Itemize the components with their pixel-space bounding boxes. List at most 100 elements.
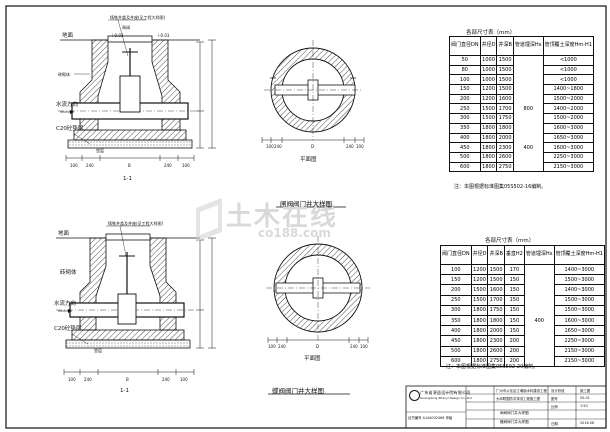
- table2-cell: 1650~3000: [553, 325, 605, 337]
- table2-cell: 1500: [487, 274, 505, 286]
- table2-cell: [523, 305, 555, 316]
- table2-cell: 2300: [487, 335, 505, 347]
- top-dim-3: B: [128, 163, 131, 168]
- table2-title: 各部尺寸表（mm）: [485, 238, 535, 244]
- table1-cell: 350: [449, 122, 481, 134]
- table2-cell: [523, 274, 555, 285]
- table2-note: 注：本图根据标准图集05S502-20编制。: [446, 364, 539, 370]
- table1-cell: [512, 65, 544, 75]
- table2-cell: 1500: [487, 263, 505, 276]
- table1-cell: [512, 94, 544, 104]
- table1-cell: [512, 74, 544, 85]
- top-plan-dim-5: 100: [356, 144, 364, 149]
- table2-cell: 200: [440, 284, 472, 296]
- table1-cell: 2750: [496, 161, 514, 173]
- table1-cell: 1600~3000: [542, 142, 595, 153]
- bottom-dim-2: 240: [84, 377, 92, 382]
- table1-cell: 1500: [496, 64, 514, 76]
- table1-cell: 50: [449, 55, 481, 66]
- table1-cell: 1800: [479, 122, 498, 134]
- table2-header-hm: 管顶覆土深度Hm-H1: [553, 245, 605, 265]
- top-cover-note: 铸铁井盖及井座(见工程大样图): [110, 15, 166, 20]
- title-block-meta-1: 施工图: [580, 389, 591, 393]
- top-plan-dim-1: 100: [266, 144, 274, 149]
- table2-cell: 150: [503, 314, 525, 327]
- table1-cell: 1700: [496, 103, 514, 115]
- watermark-graphic: [196, 198, 222, 242]
- top-concrete-label: C20砼垫层: [56, 126, 84, 132]
- table1-cell: 1500~2000: [542, 93, 595, 105]
- table2-cell: 450: [440, 335, 472, 347]
- table2-cell: 2000: [487, 325, 505, 337]
- bottom-plan-dim-3: D: [316, 344, 320, 349]
- table2-header-b: 井深B: [487, 245, 505, 265]
- table2-cell: 150: [503, 325, 525, 337]
- table2-cell: 150: [440, 274, 472, 286]
- table2-cell: 400: [523, 315, 555, 326]
- top-dim-2: 240: [86, 163, 94, 168]
- top-elev-right: i-0.03: [158, 33, 170, 38]
- table2-cell: 1600~3000: [553, 314, 605, 327]
- table1-cell: [512, 152, 544, 163]
- table1-cell: 1800: [479, 151, 498, 163]
- watermark-title: 土木在线: [226, 202, 339, 232]
- table2-cell: 1800: [470, 314, 489, 327]
- table1-cell: 2250~3000: [542, 151, 595, 163]
- table1-header-dn: 阀门直径DN: [449, 36, 481, 56]
- bottom-section-label: 1-1: [120, 388, 129, 394]
- table2-cell: 400: [440, 325, 472, 337]
- title-block-drawing-2: 蝶阀阀门井大样图: [500, 420, 529, 424]
- table1-cell: 1650~3000: [542, 132, 595, 144]
- table1-cell: 1500: [496, 55, 514, 66]
- bottom-plan-dim-2: 240: [278, 344, 286, 349]
- bottom-plan-label: 平面图: [304, 356, 321, 362]
- table2-header-h2: 垂直H2: [503, 245, 525, 265]
- title-block-project-2: 大坪联围防洪排涝工程施工图: [496, 397, 541, 401]
- table1-cell: [512, 162, 544, 173]
- top-drawing-caption: 闸阀阀门井大样图: [280, 200, 332, 208]
- table1-cell: [512, 123, 544, 133]
- title-block-cert: 证书编号 A144002468 甲级: [408, 416, 453, 420]
- table2-header-hx: 管道埋深Hx: [523, 245, 555, 265]
- top-dim-4: 240: [164, 163, 172, 168]
- table1-cell: <1000: [542, 55, 595, 66]
- table2-cell: 1800: [470, 325, 489, 337]
- bottom-section-view: [56, 225, 216, 375]
- table1-header-b: 井深B: [496, 36, 514, 56]
- table1-cell: 800: [512, 103, 544, 114]
- table1-cell: 500: [449, 151, 481, 163]
- bottom-plan-dim-1: 100: [268, 344, 276, 349]
- title-block-company-en: Guangdong Zhanyi Design Co.,Ltd.: [420, 396, 473, 400]
- table1-cell: [512, 133, 544, 143]
- table1-cell: <1000: [542, 64, 595, 76]
- table2-cell: [523, 325, 555, 336]
- table2-cell: 1500: [470, 294, 489, 306]
- bottom-plan-dim-5: 100: [360, 344, 368, 349]
- table1-cell: <1000: [542, 74, 595, 86]
- table2-cell: 250: [440, 294, 472, 306]
- table1-title: 各部尺寸表（mm）: [466, 30, 516, 36]
- table2-cell: 1500~3000: [553, 274, 605, 286]
- table1-cell: 400: [449, 132, 481, 144]
- title-block-meta-7: 2016.08: [580, 421, 595, 425]
- table2-cell: 1200: [470, 274, 489, 286]
- watermark-site: co188.com: [258, 226, 331, 240]
- table2-cell: 1500: [470, 284, 489, 296]
- table2-cell: 1600: [487, 284, 505, 296]
- table2-cell: 1800: [487, 314, 505, 327]
- table1-cell: 600: [449, 161, 481, 173]
- table1-cell: 2300: [496, 142, 514, 153]
- table1-cell: 2600: [496, 151, 514, 163]
- table1-cell: 1600: [496, 93, 514, 105]
- table2-cell: 2150~3000: [553, 345, 605, 357]
- top-plan-label: 平面图: [300, 157, 317, 163]
- title-block-drawing-1: 闸阀阀门井大样图: [500, 411, 529, 415]
- title-block-meta-2: 图号: [551, 397, 558, 401]
- table2-cell: 500: [440, 345, 472, 357]
- table2-cell: 150: [503, 294, 525, 306]
- table2-cell: 170: [503, 263, 525, 276]
- table1-cell: 300: [449, 113, 481, 124]
- table1-cell: 1000: [479, 74, 498, 86]
